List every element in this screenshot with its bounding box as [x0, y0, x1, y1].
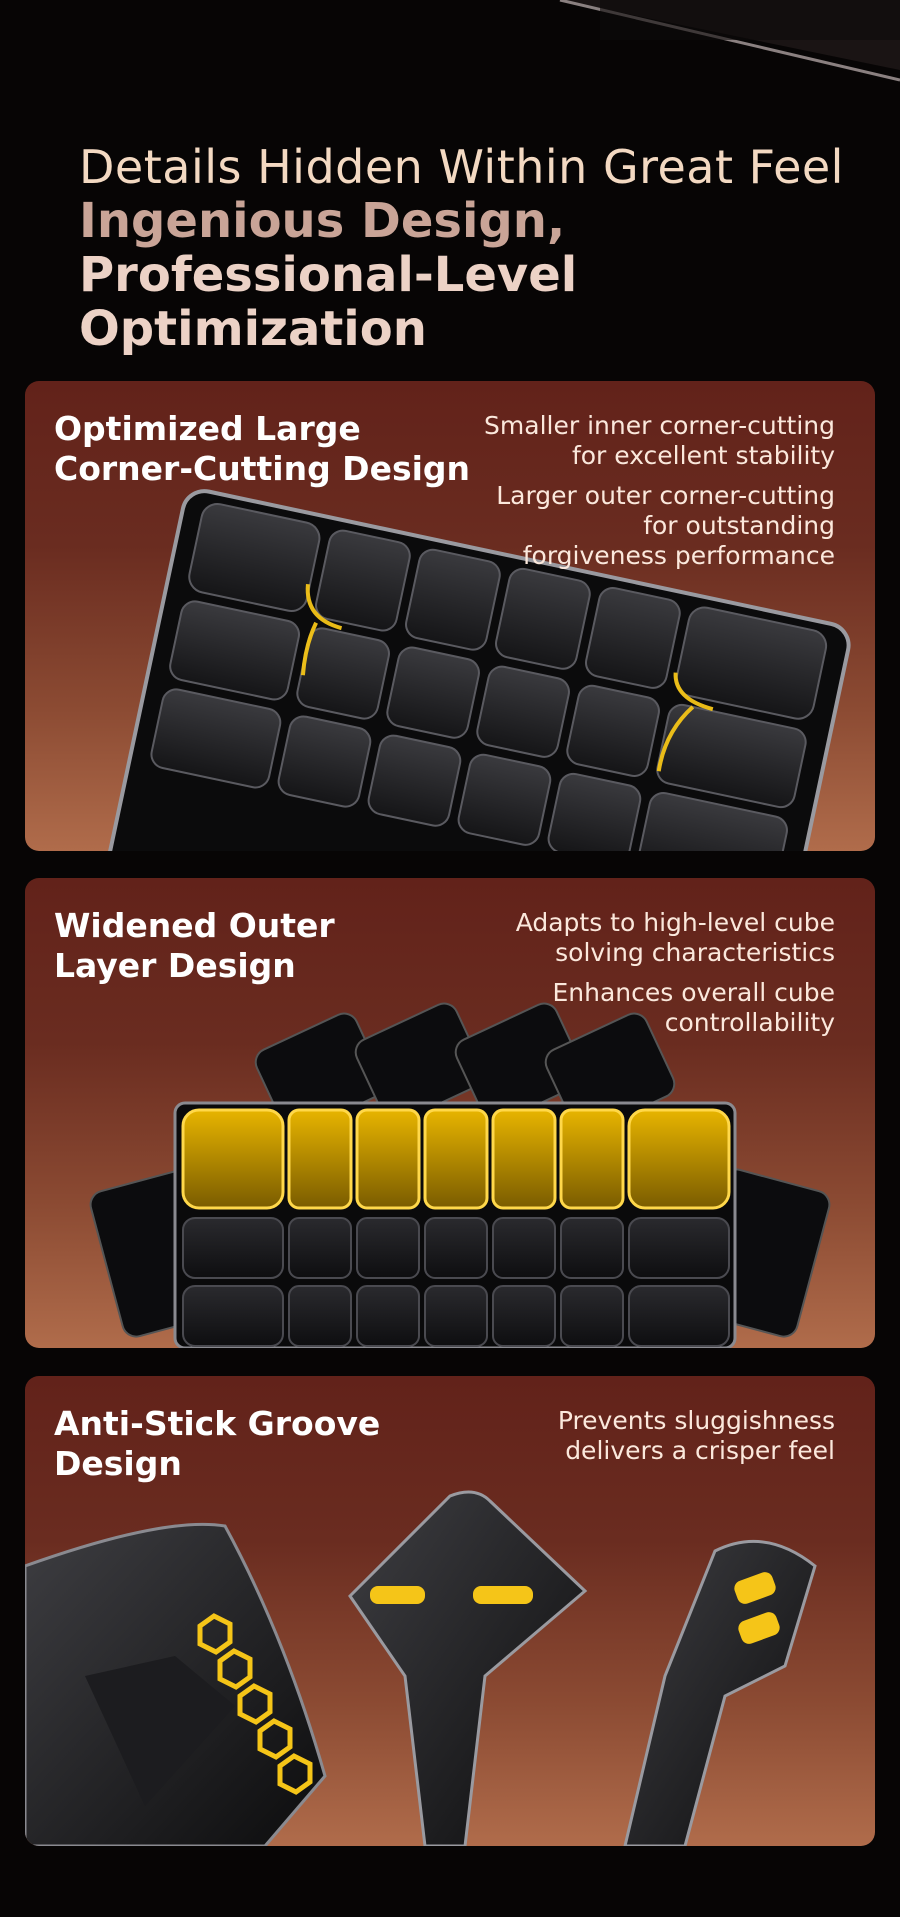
- panel-notes: Adapts to high-level cube solving charac…: [516, 908, 835, 1048]
- panel-note: Adapts to high-level cube solving charac…: [515, 908, 835, 967]
- cube-face-illustration: [102, 489, 851, 851]
- panel-note: Prevents sluggishness delivers a crisper…: [557, 1406, 835, 1465]
- cube-pieces-illustration: [25, 1490, 817, 1846]
- panel-anti-stick-groove: Anti-Stick Groove Design Prevents sluggi…: [25, 1376, 875, 1846]
- panel-widened-outer-layer: Widened Outer Layer Design Adapts to hig…: [25, 878, 875, 1348]
- cube-edge-decoration: [559, 0, 900, 82]
- panel-title: Optimized Large Corner-Cutting Design: [54, 409, 471, 488]
- panel-note: Smaller inner corner-cutting for excelle…: [484, 411, 835, 470]
- panel-note: Enhances overall cube controllability: [552, 978, 836, 1037]
- panel-notes: Prevents sluggishness delivers a crisper…: [558, 1406, 835, 1476]
- hero-subtitle-line1: Ingenious Design,: [79, 193, 566, 249]
- panel-title: Anti-Stick Groove Design: [54, 1404, 381, 1483]
- panel-title: Widened Outer Layer Design: [54, 906, 335, 985]
- panel-corner-cutting: Optimized Large Corner-Cutting Design Sm…: [25, 381, 875, 851]
- cube-layer-illustration: [89, 1002, 831, 1348]
- hero-header: Details Hidden Within Great Feel Ingenio…: [79, 140, 860, 356]
- hero-title: Details Hidden Within Great Feel: [79, 140, 844, 194]
- panel-note: Larger outer corner-cutting for outstand…: [496, 481, 835, 570]
- hero-subtitle-line2: Professional-Level Optimization: [79, 247, 578, 357]
- panel-notes: Smaller inner corner-cutting for excelle…: [484, 411, 835, 581]
